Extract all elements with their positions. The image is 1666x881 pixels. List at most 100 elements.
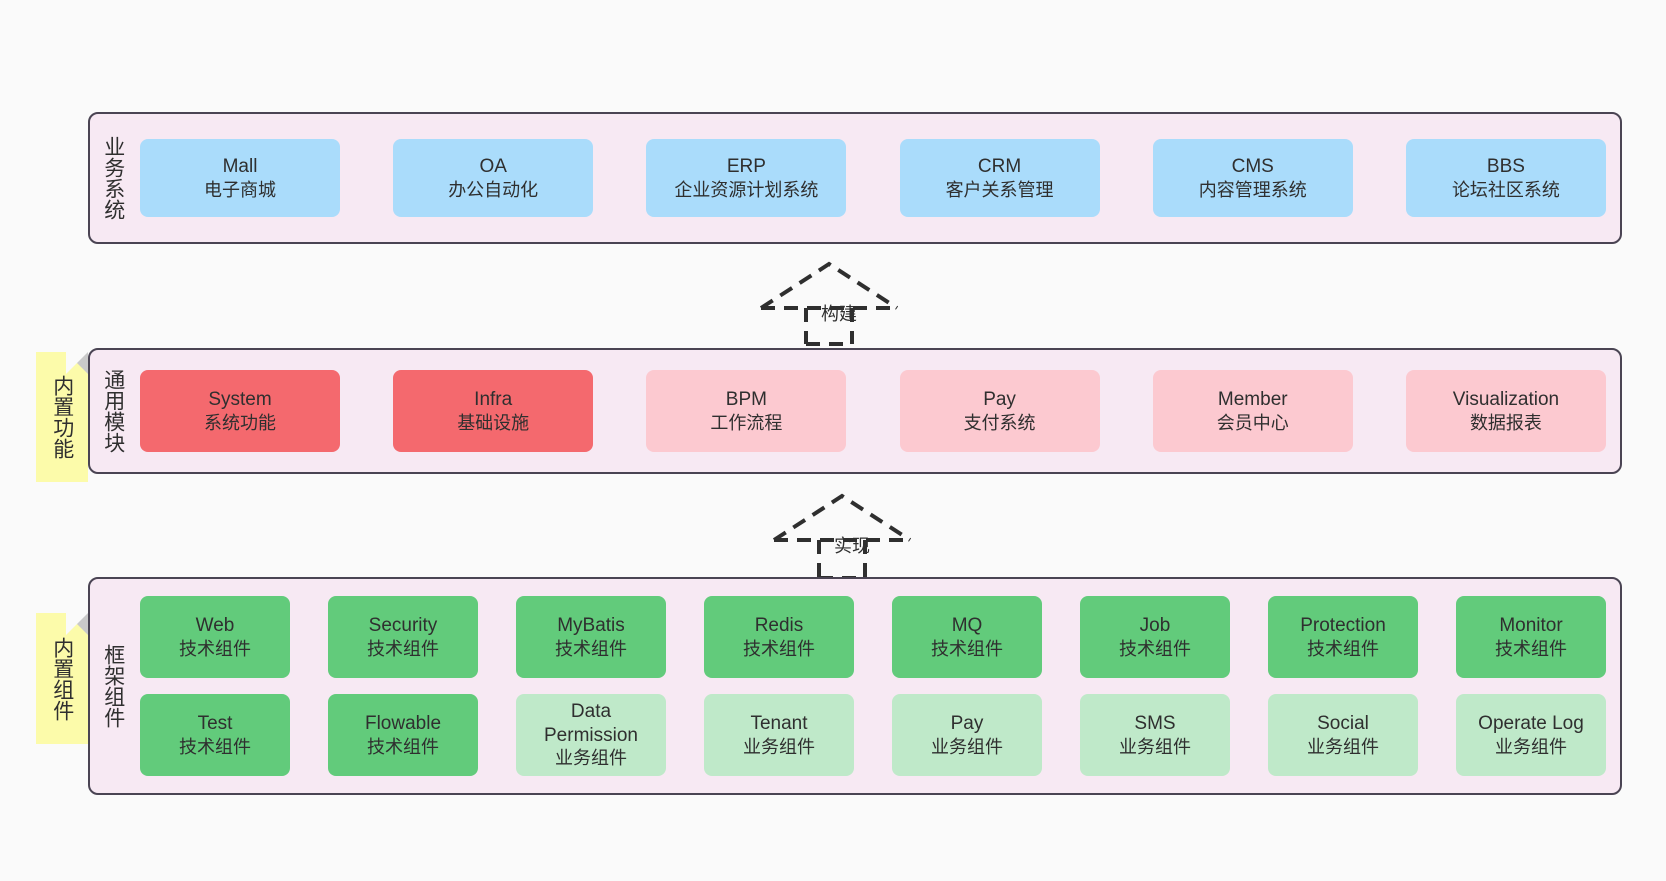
note-fold-cut-icon (66, 352, 88, 374)
node-subtitle: 业务组件 (931, 736, 1003, 757)
node-subtitle: 技术组件 (1495, 638, 1567, 659)
node-subtitle: 技术组件 (1119, 638, 1191, 659)
node-subtitle: 业务组件 (555, 748, 627, 769)
node-title: Monitor (1499, 615, 1563, 637)
node-title: Web (195, 615, 235, 637)
layer-modules-caption: 通用模块 (101, 369, 125, 453)
node-subtitle: 基础设施 (457, 412, 530, 433)
node-title: CRM (977, 156, 1022, 178)
node-title: Flowable (364, 713, 442, 735)
node-subtitle: 客户关系管理 (945, 179, 1054, 200)
note-builtin-features-label: 内置功能 (50, 375, 74, 459)
node-subtitle: 业务组件 (1495, 736, 1567, 757)
node-title: Security (368, 615, 438, 637)
node-title: ERP (726, 156, 766, 178)
node-title: SMS (1134, 713, 1176, 735)
node-title: Member (1217, 389, 1288, 411)
node-subtitle: 技术组件 (367, 736, 439, 757)
node-subtitle: 业务组件 (1307, 736, 1379, 757)
node-title: MQ (951, 615, 983, 637)
node-title: Social (1317, 713, 1369, 735)
node-subtitle: 技术组件 (179, 638, 251, 659)
node-title: Tenant (750, 713, 808, 735)
layer-framework-caption: 框架组件 (101, 644, 125, 728)
connector-implement-label: 实现 (834, 536, 870, 556)
node-subtitle: 业务组件 (1119, 736, 1191, 757)
node-subtitle: 论坛社区系统 (1451, 179, 1560, 200)
node-title: System (208, 389, 272, 411)
node-title: MyBatis (557, 615, 625, 637)
node-title: OA (479, 156, 507, 178)
connector-implement-arrow: 实现 (770, 490, 915, 580)
node-title: Pay (950, 713, 984, 735)
node-subtitle: 支付系统 (963, 412, 1036, 433)
node-title: BBS (1486, 156, 1525, 178)
node-subtitle: 技术组件 (1307, 638, 1379, 659)
node-title: Data Permission (544, 701, 638, 746)
node-subtitle: 业务组件 (743, 736, 815, 757)
node-subtitle: 技术组件 (555, 638, 627, 659)
node-title: Visualization (1452, 389, 1560, 411)
node-title: Redis (754, 615, 804, 637)
node-subtitle: 系统功能 (204, 412, 276, 433)
layer-business-caption: 业务系统 (101, 136, 125, 220)
node-title: Test (197, 713, 233, 735)
connector-build-label: 构建 (821, 304, 857, 324)
node-subtitle: 工作流程 (710, 412, 783, 433)
node-title: Pay (983, 389, 1016, 411)
node-title: Mall (222, 156, 258, 178)
node-title: CMS (1231, 156, 1274, 178)
node-subtitle: 技术组件 (743, 638, 815, 659)
node-subtitle: 企业资源计划系统 (674, 179, 819, 200)
node-title: Operate Log (1478, 713, 1584, 735)
node-subtitle: 技术组件 (931, 638, 1003, 659)
node-subtitle: 技术组件 (367, 638, 439, 659)
node-title: Infra (474, 389, 513, 411)
node-subtitle: 数据报表 (1469, 412, 1542, 433)
node-subtitle: 技术组件 (179, 736, 251, 757)
node-subtitle: 会员中心 (1216, 412, 1289, 433)
node-title: BPM (725, 389, 767, 411)
connector-build-arrow: 构建 (757, 258, 902, 346)
node-subtitle: 内容管理系统 (1198, 179, 1307, 200)
note-builtin-components: 内置组件 (36, 613, 88, 744)
note-fold-cut-icon-2 (66, 613, 88, 635)
node-subtitle: 办公自动化 (448, 179, 539, 200)
